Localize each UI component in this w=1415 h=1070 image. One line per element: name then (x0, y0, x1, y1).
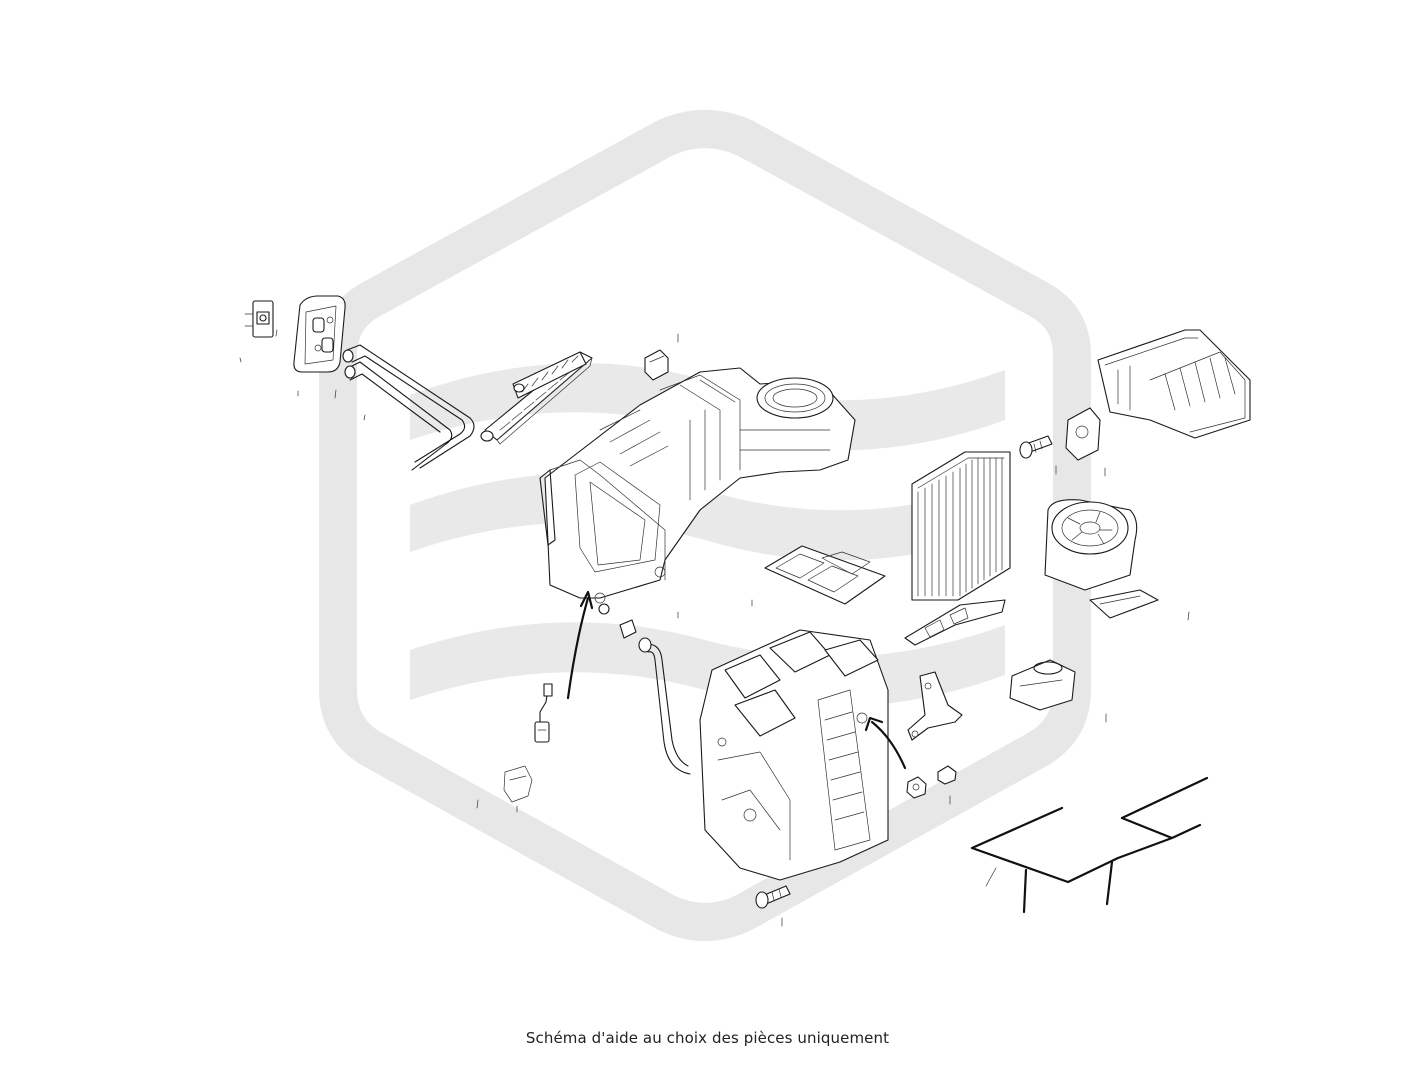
cover-icon[interactable] (1097, 329, 1251, 439)
seal-frame-icon[interactable] (764, 545, 886, 605)
housing-icon[interactable] (539, 367, 856, 604)
mode-actuator-icon[interactable] (1009, 659, 1107, 723)
air-filter-icon[interactable] (911, 451, 1011, 601)
mounting-bracket-icon[interactable] (907, 671, 963, 741)
bracket-icon[interactable] (904, 599, 1006, 646)
heater-box-icon[interactable] (699, 629, 889, 881)
sensor-icon[interactable] (534, 683, 553, 743)
resistor-icon[interactable] (1089, 589, 1190, 621)
screw-icon[interactable] (1019, 435, 1053, 459)
clip-icon[interactable] (598, 603, 637, 639)
screw-bottom-icon[interactable] (755, 885, 791, 927)
heater-core-icon[interactable] (480, 351, 593, 445)
arrow-sensor-to-housing (566, 590, 594, 700)
blower-fan-icon[interactable] (1044, 499, 1138, 591)
actuator-icon[interactable] (1065, 407, 1106, 477)
pipe-icon[interactable] (334, 344, 475, 471)
car-outline-icon (970, 776, 1209, 914)
hose-icon[interactable] (638, 637, 691, 775)
gasket-plate-icon[interactable] (293, 295, 346, 373)
expansion-valve-icon[interactable] (244, 300, 278, 338)
grommet-icon[interactable] (644, 333, 679, 381)
nut-icon[interactable] (906, 765, 957, 805)
leader-ticks (239, 357, 1057, 813)
arrow-bracket-to-heater-box (864, 716, 907, 770)
diagram-caption: Schéma d'aide au choix des pièces unique… (525, 1029, 890, 1047)
connector-icon[interactable] (476, 765, 533, 809)
